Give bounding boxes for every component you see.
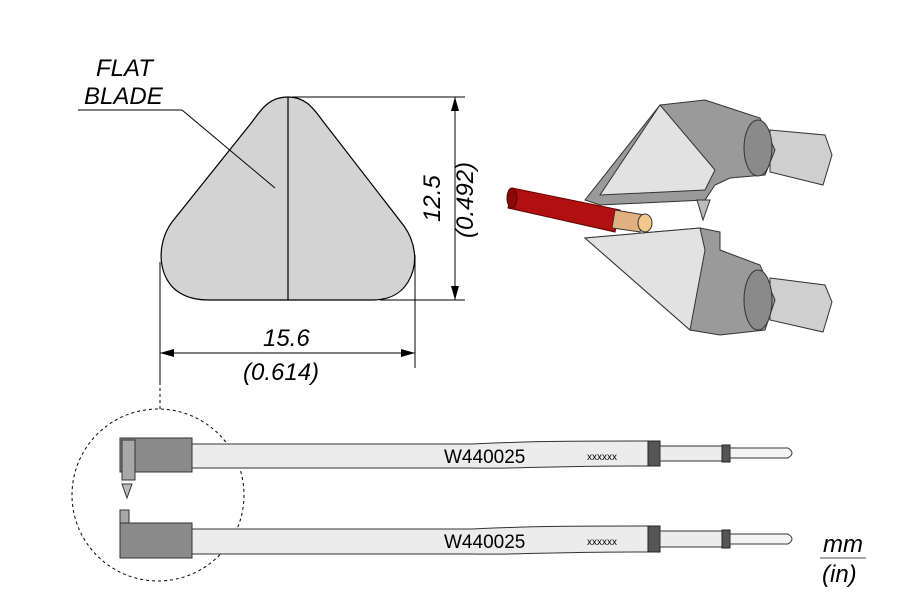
serial-top: xxxxxx (587, 452, 617, 463)
height-in: (0.492) (452, 162, 479, 238)
units-legend: mm (in) (820, 531, 866, 588)
part-number-top: W440025 (444, 447, 525, 468)
unit-mm: mm (823, 531, 863, 558)
height-dimension: 12.5 (0.492) (292, 96, 479, 301)
part-number-bottom: W440025 (444, 532, 525, 553)
detail-circle (71, 408, 245, 582)
tip-top: W440025 xxxxxx (119, 437, 793, 500)
height-mm: 12.5 (419, 175, 446, 222)
flat-blade-label: FLAT BLADE (78, 55, 276, 189)
blade-profile (160, 96, 416, 301)
label-blade: BLADE (84, 83, 164, 110)
unit-in: (in) (822, 561, 857, 588)
label-flat: FLAT (96, 55, 155, 82)
tweezer-3d-illustration (506, 99, 833, 336)
tip-bottom: W440025 xxxxxx (119, 509, 793, 559)
width-in: (0.614) (243, 359, 319, 386)
width-dimension: 15.6 (0.614) (159, 255, 416, 412)
serial-bottom: xxxxxx (587, 537, 617, 548)
width-mm: 15.6 (263, 325, 310, 352)
